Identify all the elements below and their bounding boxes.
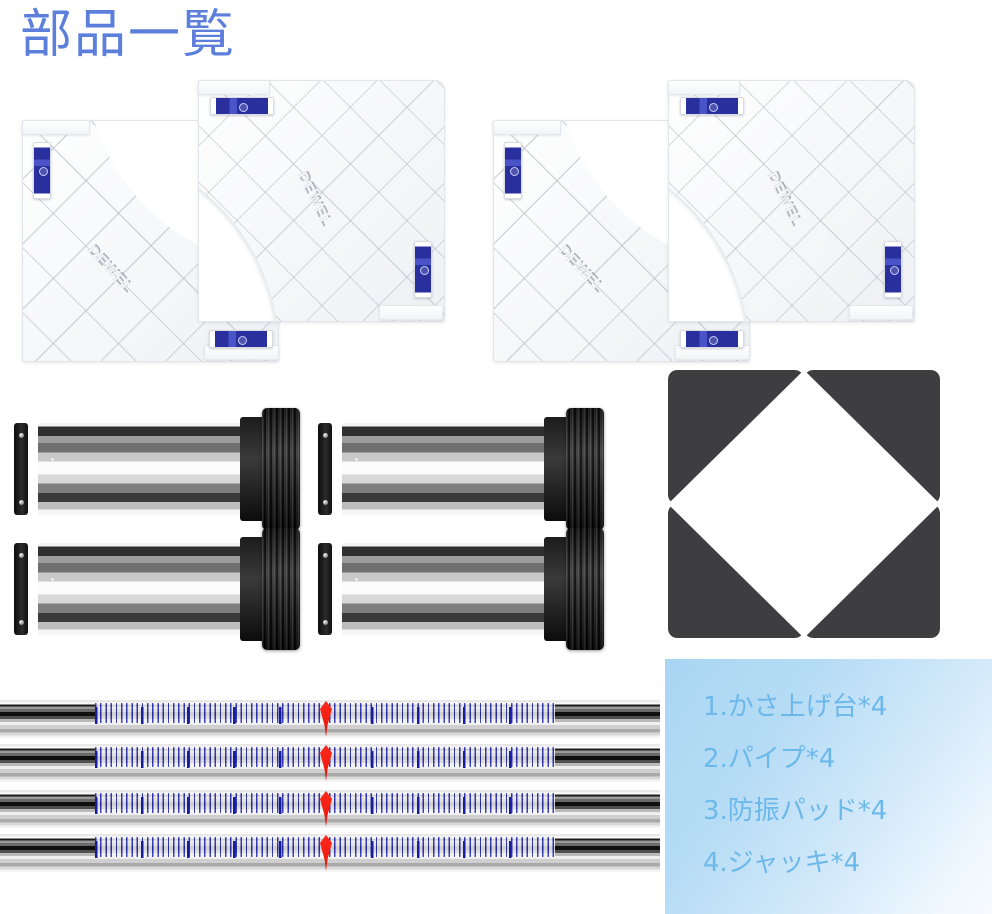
legend-item-pad: 3.防振パッド*4 bbox=[703, 796, 888, 826]
pipe-2 bbox=[0, 744, 660, 782]
jack-screw bbox=[322, 553, 328, 558]
jack-cylinder bbox=[38, 423, 248, 515]
riser-bracket-2: DEWEL bbox=[198, 80, 445, 322]
jack-mount-plate bbox=[318, 543, 332, 635]
jack-knurled-knob[interactable] bbox=[262, 408, 300, 530]
jack-mount-plate bbox=[14, 543, 28, 635]
strip-center-dot bbox=[237, 335, 247, 345]
jack-collar bbox=[544, 537, 570, 641]
pipe-3 bbox=[0, 790, 660, 828]
riser-top-tab bbox=[22, 120, 90, 135]
pipe-center-marker bbox=[320, 745, 332, 781]
pipe-1 bbox=[0, 700, 660, 738]
jack-screw bbox=[18, 553, 24, 558]
label-strip-horizontal bbox=[210, 97, 274, 115]
strip-center-dot bbox=[708, 102, 718, 112]
strip-center-dot bbox=[509, 167, 519, 176]
pipe-4 bbox=[0, 834, 660, 872]
damping-pad-set bbox=[668, 370, 940, 638]
pad-bottom-right bbox=[804, 504, 940, 638]
jack-screw bbox=[18, 433, 24, 438]
label-strip-horizontal bbox=[209, 330, 273, 348]
label-strip-vertical bbox=[884, 241, 902, 298]
riser-bracket-4: DEWEL bbox=[668, 80, 915, 322]
jack-highlight bbox=[50, 577, 54, 581]
strip-center-dot bbox=[708, 335, 718, 345]
pipe-center-marker bbox=[320, 701, 332, 737]
pipe-center-marker bbox=[320, 835, 332, 871]
pad-triangle bbox=[804, 504, 940, 638]
riser-bottom-tab bbox=[849, 305, 913, 320]
riser-body: DEWEL bbox=[198, 80, 445, 322]
jack-1 bbox=[14, 408, 300, 530]
legend-item-riser: 1.かさ上げ台*4 bbox=[703, 692, 888, 722]
strip-center-dot bbox=[238, 102, 248, 112]
pad-top-left bbox=[668, 370, 804, 504]
jack-knurled-knob[interactable] bbox=[566, 528, 604, 650]
jack-screw bbox=[322, 433, 328, 438]
label-strip-horizontal bbox=[680, 330, 744, 348]
legend-item-pipe: 2.パイプ*4 bbox=[703, 744, 836, 774]
pad-triangle bbox=[668, 370, 804, 504]
legend-list: 1.かさ上げ台*4 2.パイプ*4 3.防振パッド*4 4.ジャッキ*4 bbox=[665, 659, 992, 889]
jack-highlight bbox=[50, 457, 54, 461]
pad-bottom-left bbox=[668, 504, 804, 638]
jack-screw bbox=[18, 620, 24, 625]
jack-collar bbox=[544, 417, 570, 521]
jack-cylinder bbox=[342, 423, 552, 515]
jack-cylinder bbox=[38, 543, 248, 635]
jack-screw bbox=[18, 500, 24, 505]
riser-top-tab bbox=[493, 120, 561, 135]
riser-bottom-tab bbox=[379, 305, 443, 320]
marker-diamond bbox=[320, 745, 332, 781]
riser-top-tab bbox=[668, 80, 740, 95]
riser-top-tab bbox=[198, 80, 270, 95]
strip-center-dot bbox=[419, 266, 429, 275]
jack-3 bbox=[14, 528, 300, 650]
jack-mount-plate bbox=[318, 423, 332, 515]
marker-diamond bbox=[320, 835, 332, 871]
strip-center-dot bbox=[889, 266, 899, 275]
riser-body: DEWEL bbox=[668, 80, 915, 322]
jack-2 bbox=[318, 408, 604, 530]
label-strip-vertical bbox=[414, 241, 432, 298]
jack-knurled-knob[interactable] bbox=[566, 408, 604, 530]
legend-item-jack: 4.ジャッキ*4 bbox=[703, 848, 861, 878]
jack-4 bbox=[318, 528, 604, 650]
pipe-center-marker bbox=[320, 791, 332, 827]
jack-cylinder bbox=[342, 543, 552, 635]
jack-screw bbox=[322, 620, 328, 625]
marker-diamond bbox=[320, 701, 332, 737]
pad-triangle bbox=[804, 370, 940, 504]
strip-center-dot bbox=[38, 167, 48, 176]
page-title: 部品一覧 bbox=[20, 5, 237, 65]
pad-triangle bbox=[668, 504, 804, 638]
jack-collar bbox=[240, 537, 266, 641]
jack-collar bbox=[240, 417, 266, 521]
jack-mount-plate bbox=[14, 423, 28, 515]
pad-top-right bbox=[804, 370, 940, 504]
jack-highlight bbox=[354, 457, 358, 461]
label-strip-vertical bbox=[33, 142, 51, 199]
label-strip-horizontal bbox=[680, 97, 744, 115]
marker-diamond bbox=[320, 791, 332, 827]
jack-screw bbox=[322, 500, 328, 505]
parts-legend: 1.かさ上げ台*4 2.パイプ*4 3.防振パッド*4 4.ジャッキ*4 bbox=[665, 659, 992, 914]
jack-knurled-knob[interactable] bbox=[262, 528, 300, 650]
label-strip-vertical bbox=[504, 142, 522, 199]
jack-highlight bbox=[354, 577, 358, 581]
